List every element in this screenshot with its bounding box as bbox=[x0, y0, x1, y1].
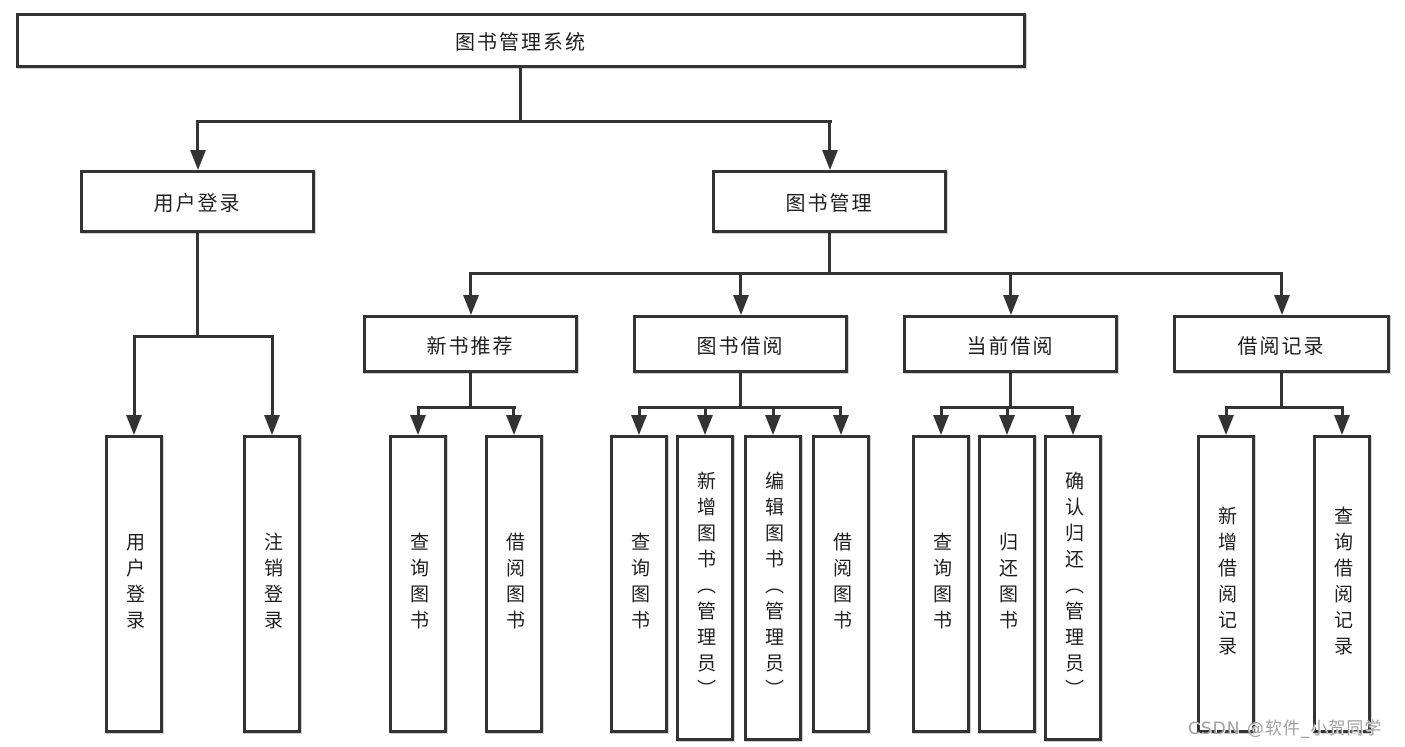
connector-root-bar bbox=[196, 120, 832, 123]
arrow-down-head bbox=[463, 295, 479, 315]
connector-line bbox=[1225, 406, 1228, 417]
connector-line bbox=[940, 406, 943, 417]
arrow-down-head bbox=[765, 415, 781, 435]
leaf-logout: 注销登录 bbox=[243, 435, 301, 733]
node-new-book-recommendation: 新书推荐 bbox=[363, 315, 578, 373]
arrow-down-head bbox=[1003, 295, 1019, 315]
arrow-down-head bbox=[833, 415, 849, 435]
connector-line bbox=[417, 406, 420, 417]
connector-new-book-stub bbox=[469, 373, 472, 406]
connector-line bbox=[196, 120, 199, 152]
arrow-down-head bbox=[190, 150, 206, 170]
connector-book-borrowing-stub bbox=[739, 373, 742, 406]
connector-line bbox=[133, 335, 136, 417]
arrow-down-head bbox=[1274, 295, 1290, 315]
arrow-down-head bbox=[410, 415, 426, 435]
leaf-add-borrow-record: 新增借阅记录 bbox=[1197, 435, 1255, 733]
node-book-borrowing: 图书借阅 bbox=[633, 315, 848, 373]
connector-book-management-stub bbox=[828, 233, 831, 272]
leaf-query-borrow-record: 查询借阅记录 bbox=[1313, 435, 1371, 733]
connector-current-borrowing-stub bbox=[1009, 373, 1012, 406]
connector-line bbox=[1009, 272, 1012, 297]
connector-borrowing-records-bar bbox=[1225, 406, 1343, 409]
arrow-down-head bbox=[999, 415, 1015, 435]
connector-user-login-stub bbox=[196, 233, 199, 335]
connector-line bbox=[1006, 406, 1009, 417]
connector-line bbox=[828, 120, 831, 152]
csdn-watermark: CSDN @软件_小贺同学 bbox=[1188, 719, 1383, 739]
connector-line bbox=[739, 272, 742, 297]
leaf-confirm-return-admin: 确认归还（管理员） bbox=[1044, 435, 1102, 741]
leaf-query-books-current: 查询图书 bbox=[912, 435, 970, 733]
leaf-user-login: 用户登录 bbox=[105, 435, 163, 733]
connector-line bbox=[772, 406, 775, 417]
connector-root-stub bbox=[519, 68, 522, 120]
leaf-query-books-recommend: 查询图书 bbox=[389, 435, 447, 733]
node-library-system: 图书管理系统 bbox=[16, 13, 1026, 68]
arrow-down-head bbox=[933, 415, 949, 435]
connector-new-book-bar bbox=[417, 406, 516, 409]
arrow-down-head bbox=[631, 415, 647, 435]
arrow-down-head bbox=[1218, 415, 1234, 435]
connector-line bbox=[512, 406, 515, 417]
connector-line bbox=[469, 272, 472, 297]
arrow-down-head bbox=[697, 415, 713, 435]
node-current-borrowing: 当前借阅 bbox=[903, 315, 1118, 373]
arrow-down-head bbox=[264, 415, 280, 435]
leaf-return-books: 归还图书 bbox=[978, 435, 1036, 733]
arrow-down-head bbox=[1334, 415, 1350, 435]
leaf-borrow-books: 借阅图书 bbox=[812, 435, 870, 733]
connector-line bbox=[839, 406, 842, 417]
arrow-down-head bbox=[126, 415, 142, 435]
connector-book-borrowing-bar bbox=[638, 406, 842, 409]
arrow-down-head bbox=[506, 415, 522, 435]
connector-user-login-bar bbox=[133, 335, 273, 338]
connector-borrowing-records-stub bbox=[1280, 373, 1283, 406]
connector-book-management-bar bbox=[469, 272, 1283, 275]
connector-line bbox=[1341, 406, 1344, 417]
connector-line bbox=[1071, 406, 1074, 417]
arrow-down-head bbox=[822, 150, 838, 170]
connector-line bbox=[638, 406, 641, 417]
arrow-down-head bbox=[733, 295, 749, 315]
leaf-borrow-books-recommend: 借阅图书 bbox=[485, 435, 543, 733]
node-book-management: 图书管理 bbox=[712, 170, 947, 233]
leaf-add-books-admin: 新增图书（管理员） bbox=[676, 435, 734, 741]
connector-line bbox=[271, 335, 274, 417]
node-borrowing-records: 借阅记录 bbox=[1173, 315, 1390, 373]
node-user-login: 用户登录 bbox=[80, 170, 315, 233]
connector-line bbox=[704, 406, 707, 417]
leaf-query-books-borrowing: 查询图书 bbox=[610, 435, 668, 733]
leaf-edit-books-admin: 编辑图书（管理员） bbox=[744, 435, 802, 741]
arrow-down-head bbox=[1065, 415, 1081, 435]
connector-line bbox=[1280, 272, 1283, 297]
